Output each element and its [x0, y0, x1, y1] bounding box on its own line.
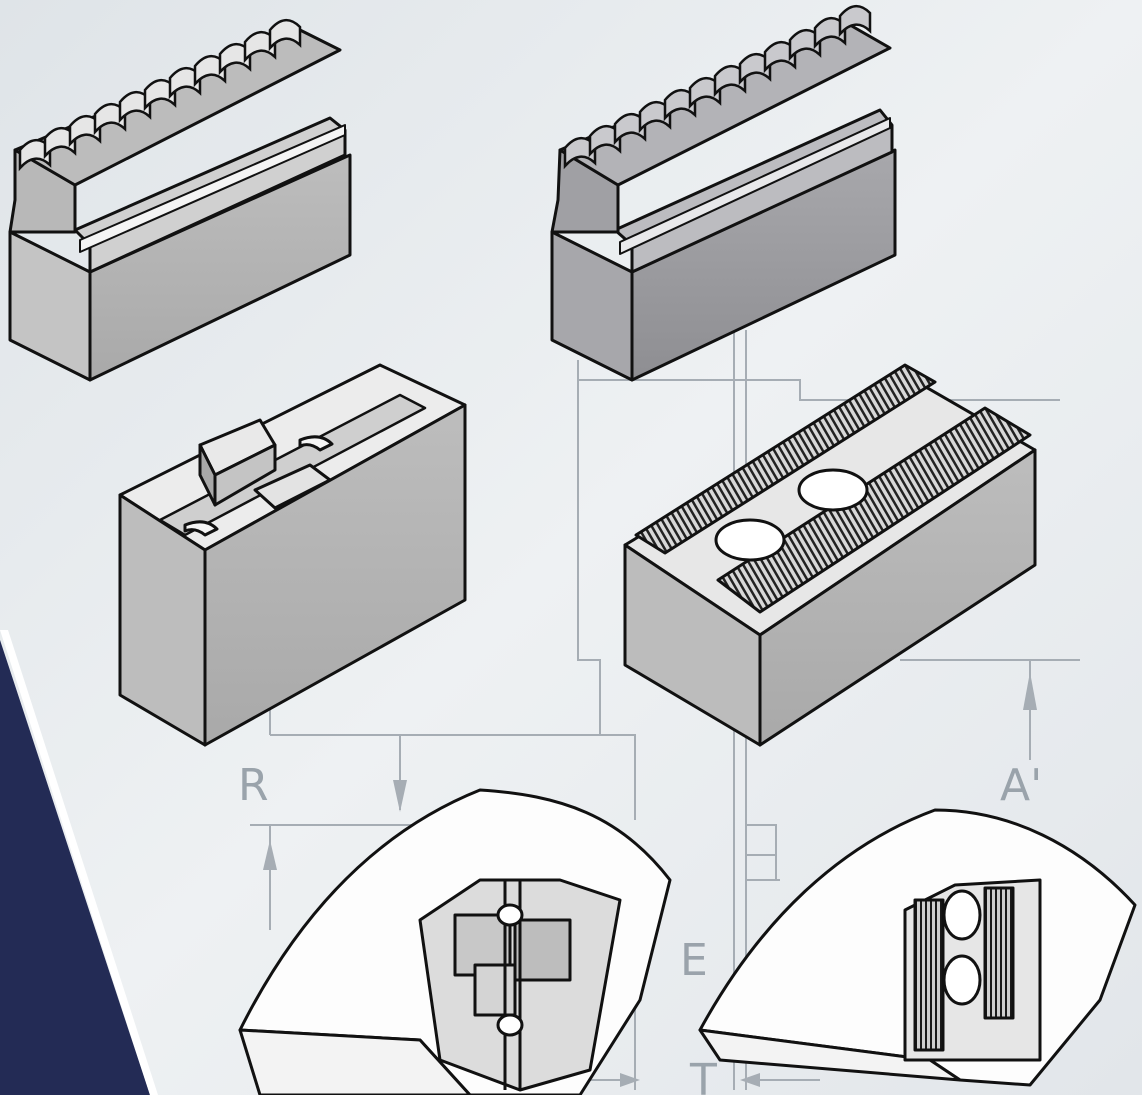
round-soft-jaw: [238, 788, 672, 1095]
stepped-jaw-dark: [550, 23, 897, 382]
serrated-jaw-block: [623, 363, 1037, 747]
dimension-label-e: E: [680, 935, 708, 986]
dimension-arrows: [263, 672, 1037, 1087]
teeth-row-light: [18, 19, 302, 172]
round-serrated-jaw: [698, 808, 1137, 1087]
teeth-row-dark: [563, 5, 872, 170]
dimension-label-r: R: [238, 760, 269, 811]
stepped-jaw-light: [8, 28, 352, 382]
navy-corner-band: [0, 640, 150, 1095]
dimension-label-t: T: [689, 1055, 717, 1095]
dimension-label-a-prime: A': [1000, 760, 1042, 811]
soft-jaw-block: [118, 363, 467, 747]
white-accent-stripe: [0, 630, 158, 1095]
